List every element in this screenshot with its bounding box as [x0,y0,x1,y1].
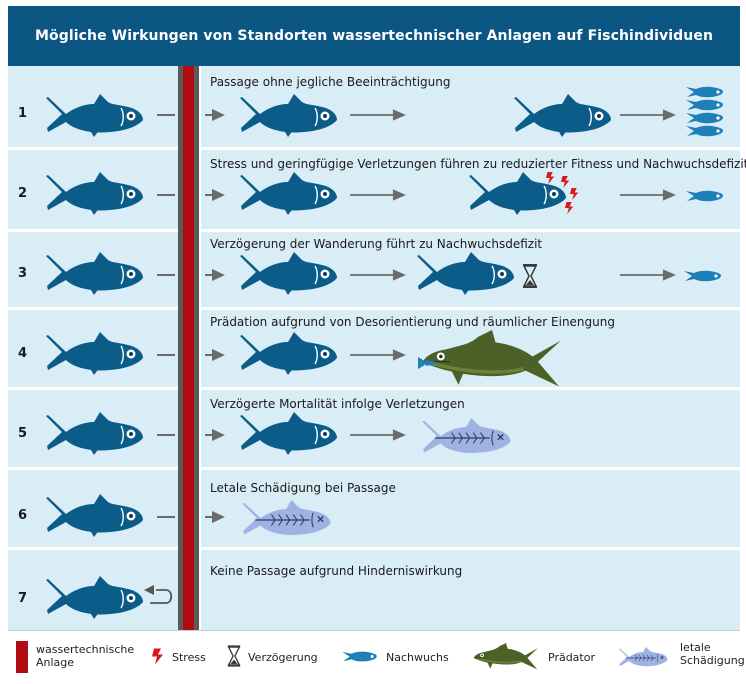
row-divider [8,307,740,310]
arrow-line [157,110,175,120]
fish-icon [44,252,144,298]
row-divider [8,387,740,390]
barrier-red-stripe [183,66,194,630]
legend-offspring-label: Nachwuchs [386,651,449,664]
arrow-line [157,190,175,200]
fish-icon [44,576,144,622]
fry-icon [682,268,722,284]
row-divider [8,467,740,470]
arrow-line [157,270,175,280]
title: Mögliche Wirkungen von Standorten wasser… [35,28,713,44]
fry-icon [684,188,724,204]
fish-icon [238,412,338,458]
dead-fish-icon [418,418,514,458]
arrow-icon [350,109,406,121]
scenario-caption: Verzögerte Mortalität infolge Verletzung… [210,397,465,411]
scenario-number: 4 [18,346,38,361]
scenario-number: 2 [18,186,38,201]
legend-dead-fish-icon [614,647,672,669]
scenario-number: 1 [18,106,38,121]
arrow-icon [620,189,676,201]
row-divider [8,147,740,150]
return-arrow-icon [144,584,176,610]
stress-bolt-icon [565,202,574,214]
arrow-icon [620,109,676,121]
stress-bolt-icon [546,172,555,184]
legend-delay-label: Verzögerung [248,651,318,664]
scenario-caption: Passage ohne jegliche Beeinträchtigung [210,75,451,89]
legend-stress-label: Stress [172,651,206,664]
arrow-icon [620,269,676,281]
arrow-icon [205,109,225,121]
arrow-icon [205,349,225,361]
scenario-caption: Keine Passage aufgrund Hinderniswirkung [210,564,462,578]
fish-icon [44,494,144,540]
arrow-icon [350,189,406,201]
row-divider [8,547,740,550]
fish-icon [238,172,338,218]
scenario-caption: Letale Schädigung bei Passage [210,481,396,495]
dead-fish-icon [238,500,334,540]
title-bar: Mögliche Wirkungen von Standorten wasser… [8,6,740,66]
stress-bolt-icon [570,188,579,200]
legend-hourglass-icon [226,645,242,667]
scenario-caption: Verzögerung der Wanderung führt zu Nachw… [210,237,542,251]
arrow-icon [205,511,225,523]
legend-fry-icon [340,649,378,664]
arrow-line [157,350,175,360]
legend-barrier-label: wassertechnische Anlage [36,643,146,669]
arrow-line [157,430,175,440]
legend-lethal-label: letale Schädigung [680,641,742,667]
fish-icon [512,94,612,140]
arrow-icon [205,269,225,281]
arrow-line [157,512,175,522]
fish-icon [238,252,338,298]
legend-predator-label: Prädator [548,651,595,664]
arrow-icon [350,429,406,441]
arrow-icon [205,189,225,201]
legend-barrier-swatch [16,641,28,673]
arrow-icon [350,349,406,361]
scenario-number: 7 [18,591,38,606]
fish-icon [44,172,144,218]
fish-icon [238,94,338,140]
scenario-number: 5 [18,426,38,441]
arrow-icon [350,269,406,281]
scenario-caption: Stress und geringfügige Verletzungen füh… [210,157,746,171]
fish-icon [238,332,338,378]
legend-pike-icon [470,643,542,671]
legend: wassertechnische Anlage Stress Verzögeru… [8,630,740,681]
scenario-number: 3 [18,266,38,281]
fish-icon [44,412,144,458]
legend-stress-icon [152,648,164,665]
barrier-column [178,66,199,630]
prey-fish-tail-icon [418,355,440,371]
row-divider [8,229,740,232]
fish-icon [44,332,144,378]
fish-icon [415,252,515,298]
scenario-number: 6 [18,508,38,523]
hourglass-icon [521,264,539,288]
fish-icon [44,94,144,140]
column-divider [199,66,201,630]
arrow-icon [205,429,225,441]
fry-icon [684,123,724,139]
stress-bolt-icon [561,176,570,188]
scenario-caption: Prädation aufgrund von Desorientierung u… [210,315,615,329]
